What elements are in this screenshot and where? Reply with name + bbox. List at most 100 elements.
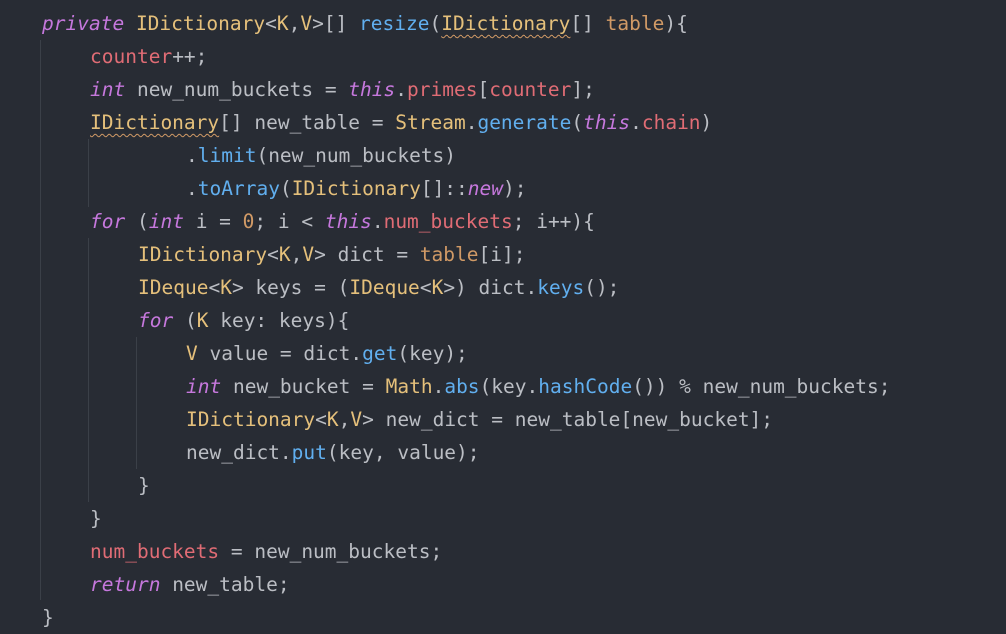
code-token: , [290, 243, 303, 266]
code-token: . [186, 177, 198, 200]
code-token: toArray [197, 177, 280, 200]
code-token: >[] [312, 12, 360, 35]
code-token: Stream [395, 111, 466, 134]
code-token: < [419, 276, 432, 299]
code-line[interactable]: new_dict.put(key, value); [186, 436, 480, 469]
code-token: (); [584, 276, 620, 299]
code-line[interactable]: .toArray(IDictionary[]::new); [186, 172, 527, 205]
code-token: K [276, 12, 289, 35]
code-token: IDictionary [90, 111, 220, 134]
code-token: [] [570, 12, 606, 35]
code-token: IDictionary [186, 408, 316, 431]
indent-guide [40, 40, 41, 600]
code-token: K [278, 243, 291, 266]
code-token: new_table; [160, 573, 290, 596]
code-line[interactable]: IDictionary<K,V> new_dict = new_table[ne… [186, 403, 773, 436]
code-token: value = dict. [197, 342, 363, 365]
code-token: K [431, 276, 444, 299]
code-token: (new_num_buckets) [256, 144, 457, 167]
code-token: > new_dict = new_table[new_bucket]; [362, 408, 774, 431]
code-token: = new_num_buckets; [219, 540, 443, 563]
code-line[interactable]: for (int i = 0; i < this.num_buckets; i+… [90, 205, 595, 238]
code-token: IDictionary [291, 177, 421, 200]
code-token: . [186, 144, 198, 167]
code-token: int [148, 210, 184, 233]
code-token: ) [700, 111, 713, 134]
code-token: ]; [571, 78, 595, 101]
code-token: . [465, 111, 478, 134]
code-token: } [42, 606, 54, 629]
code-token: } [138, 474, 150, 497]
code-line[interactable]: int new_num_buckets = this.primes[counte… [90, 73, 595, 106]
code-token: ( [279, 177, 292, 200]
indent-guide [88, 139, 89, 207]
code-line[interactable]: int new_bucket = Math.abs(key.hashCode()… [186, 370, 890, 403]
code-token: V [302, 243, 315, 266]
code-token: [i]; [478, 243, 526, 266]
code-token: K [220, 276, 232, 299]
code-line[interactable]: private IDictionary<K,V>[] resize(IDicti… [42, 7, 688, 40]
code-token: [] new_table = [219, 111, 396, 134]
code-token: ( [125, 210, 149, 233]
code-token: key: keys){ [208, 309, 350, 332]
code-token: private [42, 12, 125, 35]
code-token: num_buckets [383, 210, 513, 233]
code-token: this [583, 111, 631, 134]
code-token: hashCode [538, 375, 633, 398]
code-line[interactable]: } [90, 502, 102, 535]
code-token: , [288, 12, 301, 35]
code-token: ; i < [254, 210, 325, 233]
code-token: return [90, 573, 161, 596]
code-token: put [291, 441, 327, 464]
code-token: >) dict. [443, 276, 538, 299]
code-token: , [338, 408, 351, 431]
code-token: < [265, 12, 277, 35]
code-token: (key); [397, 342, 468, 365]
code-token: for [138, 309, 174, 332]
code-token: new_dict. [186, 441, 292, 464]
code-token: []:: [420, 177, 468, 200]
code-token: IDeque [138, 276, 209, 299]
code-token: IDictionary [441, 12, 571, 35]
code-token: ( [173, 309, 197, 332]
code-token: Math [385, 375, 433, 398]
code-line[interactable]: for (K key: keys){ [138, 304, 349, 337]
code-token: int [186, 375, 222, 398]
code-line[interactable]: } [42, 601, 54, 634]
code-token: generate [477, 111, 572, 134]
code-token: int [90, 78, 126, 101]
code-token: get [362, 342, 398, 365]
code-token: (key. [479, 375, 539, 398]
code-token: (key, value); [326, 441, 480, 464]
code-token: keys [537, 276, 585, 299]
code-line[interactable]: return new_table; [90, 568, 290, 601]
code-line[interactable]: counter++; [90, 40, 207, 73]
code-token: IDictionary [135, 12, 266, 35]
code-token: . [630, 111, 642, 134]
code-line[interactable]: V value = dict.get(key); [186, 337, 468, 370]
code-line[interactable]: } [138, 469, 150, 502]
code-token: i = [183, 210, 243, 233]
code-line[interactable]: .limit(new_num_buckets) [186, 139, 456, 172]
code-line[interactable]: IDictionary<K,V> dict = table[i]; [138, 238, 525, 271]
code-token: new [467, 177, 504, 200]
code-token: V [186, 342, 198, 365]
code-token: [ [477, 78, 490, 101]
code-token: ++; [172, 45, 208, 68]
indent-guide [88, 238, 89, 502]
code-token: V [350, 408, 363, 431]
code-token: counter [489, 78, 572, 101]
code-token [124, 12, 136, 35]
code-token: new_num_buckets = [125, 78, 349, 101]
code-token: chain [641, 111, 701, 134]
code-line[interactable]: IDeque<K> keys = (IDeque<K>) dict.keys()… [138, 271, 619, 304]
code-token: IDictionary [138, 243, 268, 266]
code-token: . [432, 375, 445, 398]
code-token: < [315, 408, 327, 431]
code-token: ); [503, 177, 527, 200]
code-line[interactable]: IDictionary[] new_table = Stream.generat… [90, 106, 712, 139]
code-token: < [267, 243, 279, 266]
code-token: new_bucket = [221, 375, 386, 398]
code-line[interactable]: num_buckets = new_num_buckets; [90, 535, 442, 568]
